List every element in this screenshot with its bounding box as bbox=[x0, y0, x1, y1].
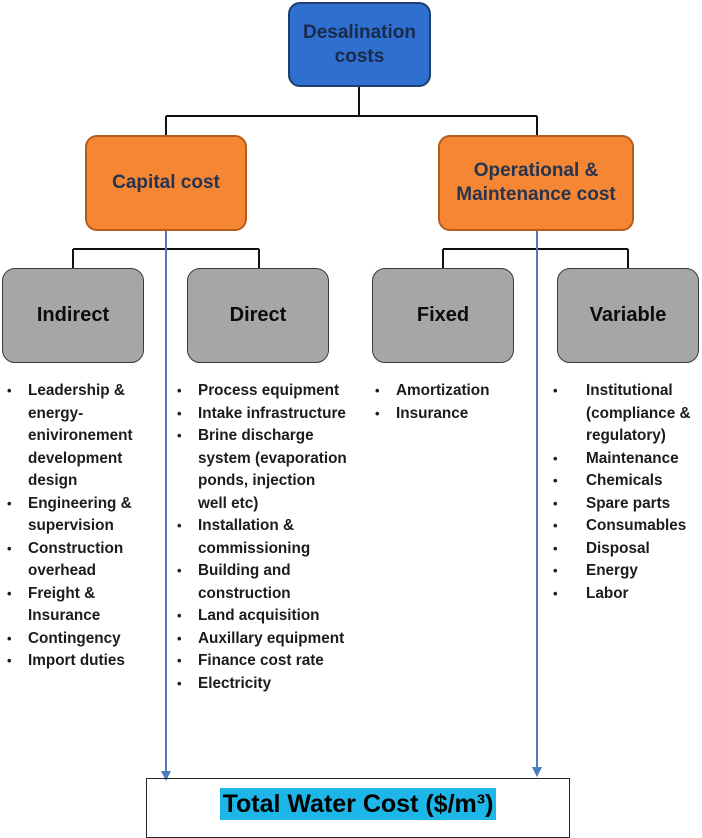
list-item: Freight & Insurance bbox=[7, 583, 148, 628]
list-item: Institutional (compliance & regulatory) bbox=[553, 380, 702, 448]
list-item: Amortization bbox=[375, 380, 526, 403]
list-item: Land acquisition bbox=[177, 605, 348, 628]
operational-maintenance-cost-label: Operational & Maintenance cost bbox=[456, 160, 616, 205]
list-item: Chemicals bbox=[553, 470, 702, 493]
list-item: Brine discharge system (evaporation pond… bbox=[177, 425, 348, 515]
list-item: Intake infrastructure bbox=[177, 403, 348, 426]
list-item: Insurance bbox=[375, 403, 526, 426]
list-item: Leadership & energy-enivironement develo… bbox=[7, 380, 148, 493]
indirect-node: Indirect bbox=[2, 268, 144, 363]
desalination-costs-label: Desalination costs bbox=[303, 21, 416, 67]
list-item: Energy bbox=[553, 560, 702, 583]
list-item: Maintenance bbox=[553, 448, 702, 471]
list-item: Contingency bbox=[7, 628, 148, 651]
variable-cost-list: Institutional (compliance & regulatory) … bbox=[553, 380, 702, 606]
list-item: Building and construction bbox=[177, 560, 348, 605]
list-item: Consumables bbox=[553, 515, 702, 538]
list-item: Disposal bbox=[553, 538, 702, 561]
fixed-cost-list: Amortization Insurance bbox=[375, 380, 526, 426]
total-water-cost-label: Total Water Cost ($/m³) bbox=[219, 788, 497, 820]
total-water-cost-box: Total Water Cost ($/m³) bbox=[146, 778, 570, 838]
list-item: Finance cost rate bbox=[177, 650, 348, 673]
list-item: Auxillary equipment bbox=[177, 628, 348, 651]
root-connector bbox=[165, 87, 538, 135]
operational-maintenance-cost-node: Operational & Maintenance cost bbox=[438, 135, 634, 231]
list-item: Engineering & supervision bbox=[7, 493, 148, 538]
list-item: Installation & commissioning bbox=[177, 515, 348, 560]
list-item: Construction overhead bbox=[7, 538, 148, 583]
om-connector bbox=[442, 231, 629, 268]
capital-cost-label: Capital cost bbox=[112, 172, 220, 194]
indirect-cost-list: Leadership & energy-enivironement develo… bbox=[7, 380, 148, 673]
indirect-label: Indirect bbox=[36, 304, 110, 326]
capital-cost-node: Capital cost bbox=[85, 135, 247, 231]
direct-node: Direct bbox=[187, 268, 329, 363]
fixed-label: Fixed bbox=[416, 304, 470, 326]
variable-node: Variable bbox=[557, 268, 699, 363]
direct-cost-list: Process equipment Intake infrastructure … bbox=[177, 380, 348, 696]
list-item: Labor bbox=[553, 583, 702, 606]
list-item: Spare parts bbox=[553, 493, 702, 516]
variable-label: Variable bbox=[589, 304, 667, 326]
direct-label: Direct bbox=[229, 304, 287, 326]
desalination-costs-node: Desalination costs bbox=[288, 2, 431, 87]
list-item: Electricity bbox=[177, 673, 348, 696]
list-item: Import duties bbox=[7, 650, 148, 673]
list-item: Process equipment bbox=[177, 380, 348, 403]
fixed-node: Fixed bbox=[372, 268, 514, 363]
